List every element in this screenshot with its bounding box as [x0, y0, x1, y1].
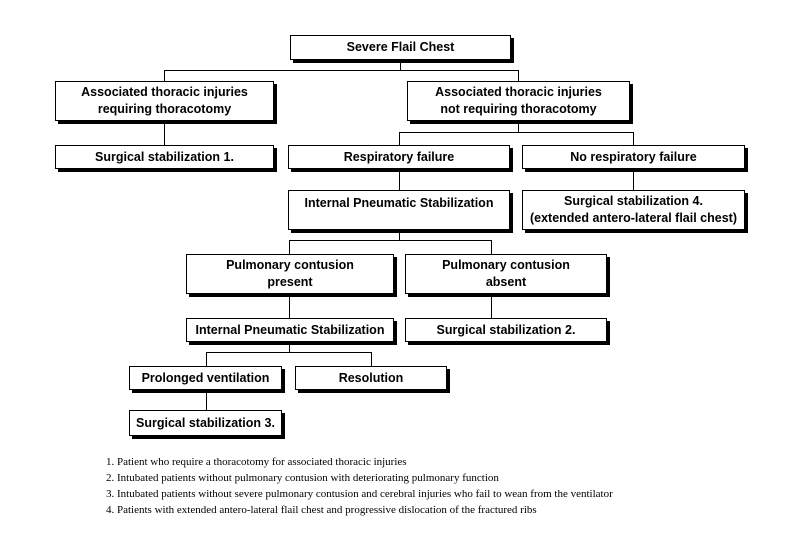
- node-line: Pulmonary contusion: [442, 258, 570, 272]
- connector: [400, 60, 401, 70]
- node-prolonged-ventilation: Prolonged ventilation: [129, 366, 282, 390]
- connector: [206, 390, 207, 410]
- connector: [399, 132, 634, 133]
- node-line: Surgical stabilization 2.: [436, 322, 576, 337]
- node-line: Internal Pneumatic Stabilization: [304, 196, 494, 210]
- node-surgical-stabilization-1: Surgical stabilization 1.: [55, 145, 274, 169]
- node-line: requiring thoracotomy: [97, 102, 232, 116]
- node-line: No respiratory failure: [570, 149, 697, 164]
- node-line: Associated thoracic injuries: [435, 85, 602, 99]
- node-line: Respiratory failure: [343, 149, 455, 164]
- footnote-4: 4. Patients with extended antero-lateral…: [106, 504, 537, 516]
- node-line: Resolution: [338, 370, 404, 385]
- connector: [633, 132, 634, 145]
- connector: [371, 352, 372, 366]
- node-pulmonary-contusion-present: Pulmonary contusion present: [186, 254, 394, 294]
- node-line: absent: [485, 275, 527, 289]
- connector: [518, 70, 519, 81]
- footnote-3: 3. Intubated patients without severe pul…: [106, 488, 613, 500]
- connector: [633, 169, 634, 190]
- node-line: Surgical stabilization 4.: [564, 194, 703, 208]
- connector: [518, 121, 519, 132]
- node-surgical-stabilization-3: Surgical stabilization 3.: [129, 410, 282, 436]
- node-line: present: [267, 275, 313, 289]
- node-internal-pneumatic-stabilization-1: Internal Pneumatic Stabilization: [288, 190, 510, 230]
- connector: [164, 121, 165, 145]
- connector: [289, 240, 290, 254]
- node-surgical-stabilization-2: Surgical stabilization 2.: [405, 318, 607, 342]
- node-no-respiratory-failure: No respiratory failure: [522, 145, 745, 169]
- node-severe-flail-chest: Severe Flail Chest: [290, 35, 511, 60]
- connector: [491, 240, 492, 254]
- node-line: Associated thoracic injuries: [81, 85, 248, 99]
- connector: [399, 230, 400, 240]
- connector: [164, 70, 165, 81]
- node-line: Severe Flail Chest: [346, 40, 455, 54]
- connector: [399, 132, 400, 145]
- node-line: Prolonged ventilation: [141, 370, 270, 385]
- node-pulmonary-contusion-absent: Pulmonary contusion absent: [405, 254, 607, 294]
- connector: [289, 342, 290, 352]
- connector: [206, 352, 372, 353]
- footnote-1: 1. Patient who require a thoracotomy for…: [106, 456, 407, 468]
- node-resolution: Resolution: [295, 366, 447, 390]
- node-line: Surgical stabilization 3.: [136, 415, 275, 430]
- node-assoc-no-thoracotomy: Associated thoracic injuries not requiri…: [407, 81, 630, 121]
- node-internal-pneumatic-stabilization-2: Internal Pneumatic Stabilization: [186, 318, 394, 342]
- footnotes: 1. Patient who require a thoracotomy for…: [106, 454, 613, 518]
- connector: [399, 169, 400, 190]
- node-line: Surgical stabilization 1.: [95, 149, 234, 164]
- node-surgical-stabilization-4: Surgical stabilization 4. (extended ante…: [522, 190, 745, 230]
- node-line: (extended antero-lateral flail chest): [529, 211, 737, 225]
- node-assoc-thoracotomy: Associated thoracic injuries requiring t…: [55, 81, 274, 121]
- node-line: not requiring thoracotomy: [440, 102, 597, 116]
- connector: [289, 294, 290, 318]
- connector: [491, 294, 492, 318]
- node-line: Pulmonary contusion: [226, 258, 354, 272]
- connector: [289, 240, 492, 241]
- node-line: Internal Pneumatic Stabilization: [195, 322, 385, 337]
- footnote-2: 2. Intubated patients without pulmonary …: [106, 472, 499, 484]
- connector: [164, 70, 519, 71]
- connector: [206, 352, 207, 366]
- node-respiratory-failure: Respiratory failure: [288, 145, 510, 169]
